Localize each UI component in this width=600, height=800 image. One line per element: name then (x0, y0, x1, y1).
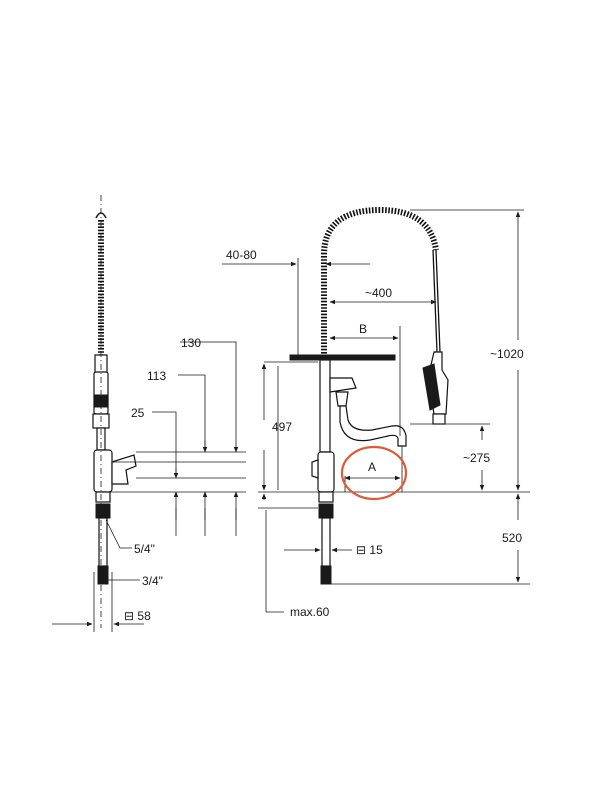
front-column (319, 359, 331, 453)
label-thread-5-4: 5/4" (134, 542, 155, 556)
label-thread-3-4: 3/4" (142, 574, 163, 588)
label-hex-15: ⊟ 15 (356, 543, 383, 557)
front-view (222, 206, 530, 613)
swivel-spout (339, 405, 407, 447)
front-mixer-body (317, 451, 335, 493)
side-view (52, 195, 246, 632)
label-113: 113 (147, 369, 166, 383)
side-mixer-body (93, 449, 113, 493)
highlight-circle (340, 445, 408, 501)
front-spring-coil (321, 206, 439, 360)
label-400: ~400 (365, 286, 392, 300)
label-hex-58: ⊟ 58 (124, 609, 151, 623)
spray-hose (435, 249, 441, 353)
label-497: 497 (272, 420, 292, 434)
label-130: 130 (181, 336, 201, 350)
holder-arm (289, 354, 396, 361)
side-handle (111, 454, 137, 485)
label-40-80: 40-80 (226, 248, 257, 262)
label-25: 25 (131, 406, 145, 420)
label-1020: ~1020 (490, 347, 524, 361)
label-a: A (368, 460, 376, 474)
label-b: B (359, 322, 367, 336)
label-520: 520 (502, 531, 522, 545)
label-max-60: max.60 (290, 605, 330, 619)
label-275: ~275 (463, 451, 490, 465)
